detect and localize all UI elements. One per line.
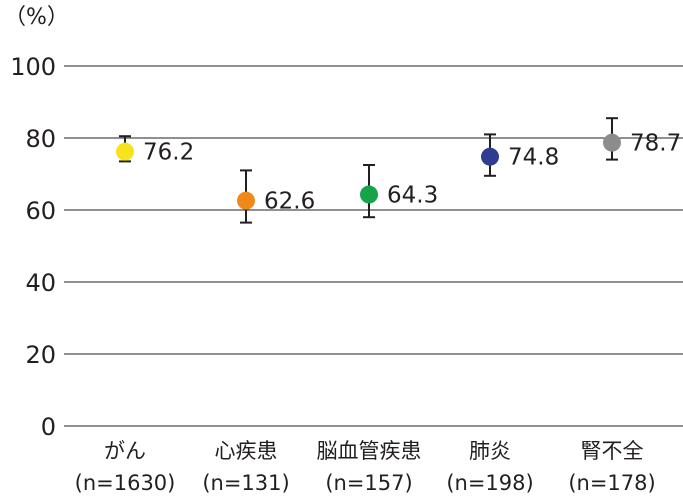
data-point <box>360 185 378 204</box>
data-point <box>116 142 134 161</box>
y-axis-ticks: 0 20 40 60 80 100 <box>10 53 56 441</box>
y-tick-label: 100 <box>10 53 56 81</box>
gridlines <box>64 65 683 427</box>
y-tick-label: 80 <box>25 125 56 153</box>
category-label: がん <box>104 439 146 463</box>
category-sample-size: (n=157) <box>325 471 412 495</box>
category-sample-size: (n=178) <box>568 471 655 495</box>
value-label: 74.8 <box>508 145 559 171</box>
category-label: 肺炎 <box>469 439 511 463</box>
y-tick-label: 20 <box>25 341 56 369</box>
y-tick-label: 60 <box>25 197 56 225</box>
y-tick-label: 40 <box>25 269 56 297</box>
category-sample-size: (n=131) <box>202 471 289 495</box>
value-labels: 76.2 62.6 64.3 74.8 78.7 <box>143 131 681 215</box>
category-label: 心疾患 <box>215 439 278 463</box>
data-points <box>116 133 621 210</box>
category-label: 脳血管疾患 <box>317 439 422 463</box>
value-label: 62.6 <box>264 189 315 215</box>
value-label: 64.3 <box>387 183 438 209</box>
data-point <box>603 133 621 152</box>
data-point <box>481 147 499 166</box>
value-label: 78.7 <box>630 131 681 157</box>
data-point <box>237 191 255 210</box>
category-sample-size: (n=198) <box>446 471 533 495</box>
category-labels: がん (n=1630) 心疾患 (n=131) 脳血管疾患 (n=157) 肺炎 (n=198… <box>75 439 656 495</box>
category-label: 腎不全 <box>581 439 644 463</box>
y-tick-label: 0 <box>41 413 56 441</box>
value-label: 76.2 <box>143 140 194 166</box>
y-axis-unit-label: （%） <box>4 5 69 30</box>
category-sample-size: (n=1630) <box>75 471 176 495</box>
